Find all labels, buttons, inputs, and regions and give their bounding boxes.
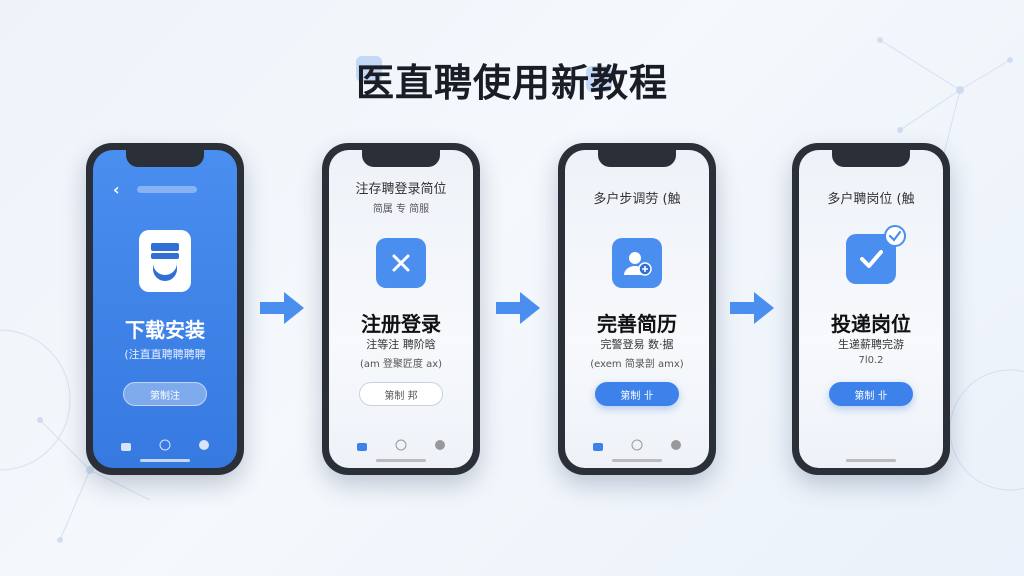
title-highlight [586, 66, 612, 92]
home-indicator [376, 459, 426, 462]
step-1-button[interactable]: 第制注 [123, 382, 207, 406]
step-line-2: (exem 简录剖 amx) [590, 359, 684, 370]
step-line-2: (am 登聚匠度 ax) [359, 359, 443, 370]
arrow-right-icon [260, 292, 304, 324]
check-badge-icon [884, 225, 906, 247]
profile-tab-icon[interactable] [197, 438, 211, 452]
step-line-1: 生递薪聘完游 [838, 338, 904, 351]
profile-tab-icon[interactable] [669, 438, 683, 452]
page-title: 医直聘使用新教程 [0, 52, 1024, 107]
tab-bar [565, 438, 709, 452]
header-placeholder [137, 186, 197, 193]
phone-notch [598, 150, 676, 167]
screen-header: 注存聘登录简位 [355, 182, 447, 197]
phone-step-3: 多户步调劳 (触 完善简历 完警登易 数·据 (exem 简录剖 amx) 第制… [558, 143, 716, 475]
user-add-icon [612, 238, 662, 288]
phone-notch [832, 150, 910, 167]
tab-bar [329, 438, 473, 452]
arrow-right-icon [730, 292, 774, 324]
phone-screen: 注存聘登录简位 简属 专 简服 注册登录 注等注 聘阶晗 (am 登聚匠度 ax… [329, 150, 473, 468]
screen-header: 多户步调劳 (触 [593, 192, 681, 207]
step-3-button[interactable]: 第制 卝 [595, 382, 679, 406]
tab-bar [93, 438, 237, 452]
phone-step-2: 注存聘登录简位 简属 专 简服 注册登录 注等注 聘阶晗 (am 登聚匠度 ax… [322, 143, 480, 475]
phone-screen: ‹ 下载安装 (注直直聘聘聘聘 第制注 [93, 150, 237, 468]
step-line-1: 完警登易 数·据 [600, 338, 674, 351]
step-line-1: 注等注 聘阶晗 [366, 338, 436, 351]
screen-subheader: 简属 专 简服 [372, 204, 430, 215]
back-icon[interactable]: ‹ [113, 180, 120, 199]
home-tab-icon[interactable] [119, 438, 133, 452]
home-indicator [612, 459, 662, 462]
message-tab-icon[interactable] [394, 438, 408, 452]
home-indicator [140, 459, 190, 462]
app-download-icon [139, 230, 191, 292]
phone-step-4: 多户聘岗位 (触 投递岗位 生递薪聘完游 7l0.2 第制 卝 [792, 143, 950, 475]
message-tab-icon[interactable] [630, 438, 644, 452]
message-tab-icon[interactable] [158, 438, 172, 452]
step-title: 完善简历 [597, 312, 677, 336]
phone-step-1: ‹ 下载安装 (注直直聘聘聘聘 第制注 [86, 143, 244, 475]
profile-tab-icon[interactable] [433, 438, 447, 452]
close-x-icon [376, 238, 426, 288]
phone-notch [362, 150, 440, 167]
arrow-right-icon [496, 292, 540, 324]
step-title: 注册登录 [361, 312, 441, 336]
phone-screen: 多户聘岗位 (触 投递岗位 生递薪聘完游 7l0.2 第制 卝 [799, 150, 943, 468]
home-indicator [846, 459, 896, 462]
step-4-button[interactable]: 第制 卝 [829, 382, 913, 406]
step-line-2: 7l0.2 [858, 355, 884, 366]
step-2-button[interactable]: 第制 邦 [359, 382, 443, 406]
step-title: 下载安装 [125, 318, 205, 342]
screen-header: 多户聘岗位 (触 [827, 192, 915, 207]
phone-screen: 多户步调劳 (触 完善简历 完警登易 数·据 (exem 简录剖 amx) 第制… [565, 150, 709, 468]
home-tab-icon[interactable] [591, 438, 605, 452]
phone-notch [126, 150, 204, 167]
title-highlight [356, 56, 382, 82]
step-title: 投递岗位 [831, 312, 911, 336]
home-tab-icon[interactable] [355, 438, 369, 452]
step-subtitle: (注直直聘聘聘聘 [124, 348, 206, 361]
